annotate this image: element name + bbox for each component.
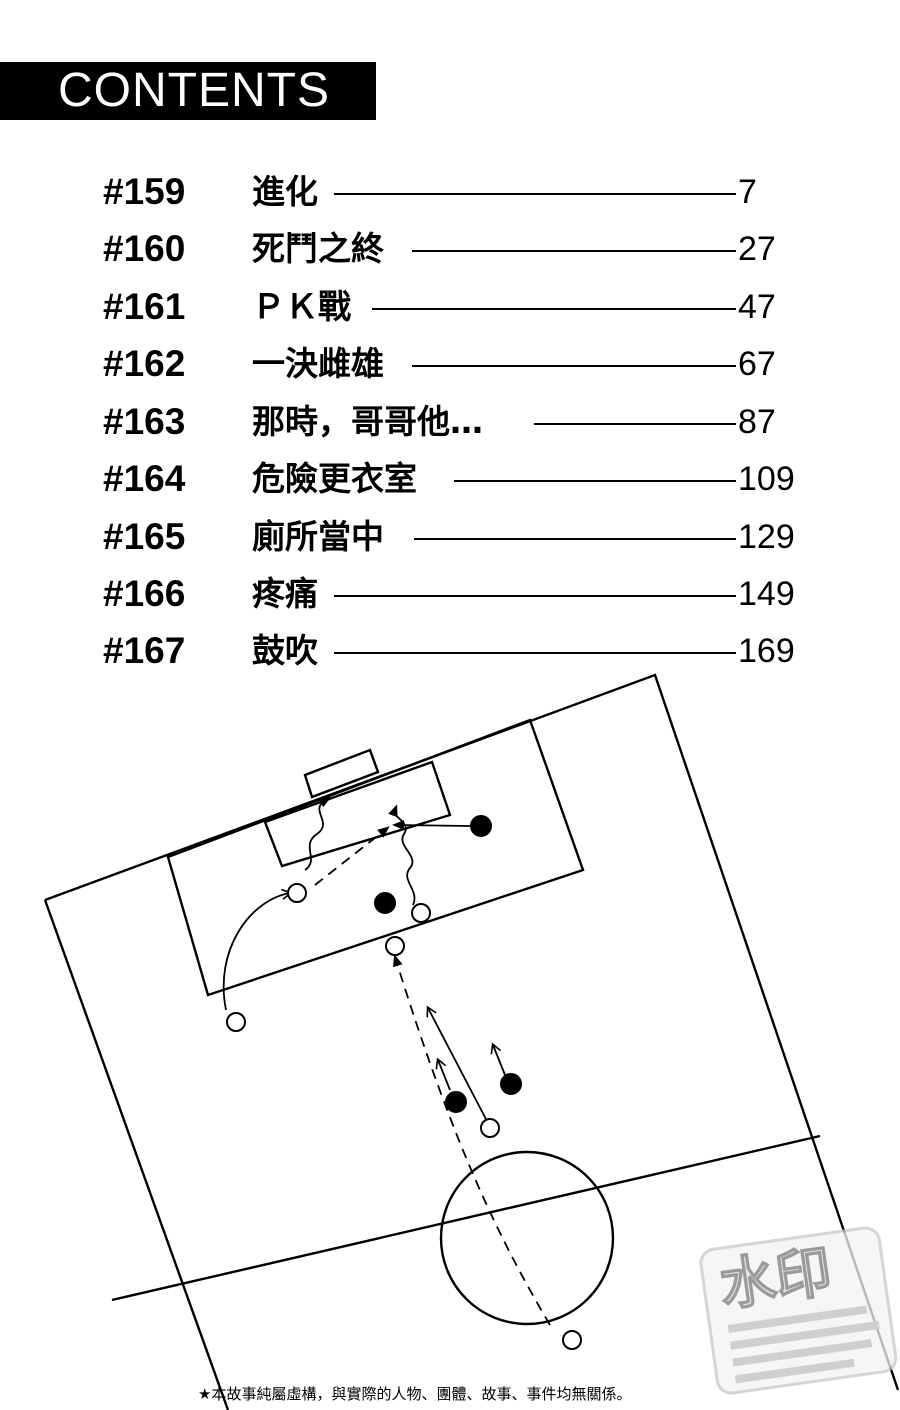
defender-marker bbox=[445, 1091, 467, 1113]
leader-line bbox=[454, 480, 736, 482]
leader-line bbox=[334, 652, 736, 654]
chapter-number: #162 bbox=[103, 343, 186, 384]
attacker-marker bbox=[480, 1118, 500, 1138]
soccer-pitch-diagram bbox=[43, 673, 900, 1410]
dashed-long-pass bbox=[393, 954, 551, 1326]
run-line-center bbox=[426, 1005, 489, 1124]
chapter-number: #164 bbox=[103, 458, 186, 499]
halfway-line bbox=[111, 1134, 821, 1302]
toc-row[interactable]: #161 ＰＫ戰 47 bbox=[0, 283, 900, 339]
chapter-page: 109 bbox=[738, 460, 795, 498]
chapter-page: 149 bbox=[738, 575, 795, 613]
leader-line bbox=[372, 308, 736, 310]
pitch-left-touchline bbox=[43, 899, 230, 1410]
dashed-pass-upper bbox=[314, 826, 390, 886]
chapter-title: 死鬥之終 bbox=[252, 229, 384, 268]
chapter-title: 一決雌雄 bbox=[252, 344, 384, 383]
attacker-marker bbox=[411, 903, 431, 923]
table-of-contents: #159 進化 7 #160 死鬥之終 27 #161 ＰＫ戰 47 #162 … bbox=[0, 0, 900, 680]
chapter-title: ＰＫ戰 bbox=[252, 287, 351, 326]
chapter-number: #159 bbox=[103, 171, 186, 212]
chapter-number: #165 bbox=[103, 516, 186, 557]
watermark-label: 水印 bbox=[716, 1239, 836, 1319]
chapter-page: 7 bbox=[738, 173, 757, 211]
contents-title: CONTENTS bbox=[58, 64, 330, 117]
chapter-title: 進化 bbox=[252, 172, 318, 211]
chapter-page: 169 bbox=[738, 632, 795, 670]
center-circle bbox=[439, 1150, 615, 1326]
chapter-title: 那時，哥哥他… bbox=[252, 402, 483, 441]
chapter-number: #163 bbox=[103, 401, 186, 442]
penalty-area bbox=[166, 718, 585, 997]
attacker-marker bbox=[287, 883, 307, 903]
toc-row[interactable]: #160 死鬥之終 27 bbox=[0, 225, 900, 281]
chapter-page: 87 bbox=[738, 403, 776, 441]
chapter-number: #166 bbox=[103, 573, 186, 614]
disclaimer-text: ★本故事純屬虛構，與實際的人物、團體、故事、事件均無關係。 bbox=[198, 1385, 632, 1403]
leader-line bbox=[334, 193, 736, 195]
toc-row[interactable]: #162 一決雌雄 67 bbox=[0, 340, 900, 396]
defender-marker bbox=[470, 815, 492, 837]
chapter-title: 疼痛 bbox=[252, 574, 318, 613]
chapter-number: #161 bbox=[103, 286, 186, 327]
dribble-path-left bbox=[222, 888, 293, 1011]
attacker-marker bbox=[385, 936, 405, 956]
run-arrow-small-right bbox=[490, 1042, 506, 1076]
leader-line bbox=[534, 423, 736, 425]
contents-title-bar bbox=[0, 62, 376, 120]
chapter-number: #160 bbox=[103, 228, 186, 269]
chapter-page: 129 bbox=[738, 518, 795, 556]
toc-row[interactable]: #167 鼓吹 169 bbox=[0, 627, 900, 683]
chapter-title: 鼓吹 bbox=[252, 631, 318, 670]
run-arrow-small-left bbox=[435, 1057, 451, 1091]
chapter-title: 廁所當中 bbox=[252, 517, 384, 556]
attacker-marker bbox=[562, 1330, 582, 1350]
leader-line bbox=[334, 595, 736, 597]
toc-row[interactable]: #163 那時，哥哥他… 87 bbox=[0, 398, 900, 454]
toc-row[interactable]: #165 廁所當中 129 bbox=[0, 513, 900, 569]
chapter-number: #167 bbox=[103, 630, 186, 671]
pass-line-right bbox=[392, 820, 471, 831]
watermark-stamp: 水印 bbox=[699, 1226, 898, 1395]
pitch-boundary bbox=[44, 673, 900, 1391]
defender-marker bbox=[374, 892, 396, 914]
chapter-title: 危險更衣室 bbox=[252, 459, 417, 498]
toc-row[interactable]: #159 進化 7 bbox=[0, 168, 900, 224]
toc-row[interactable]: #166 疼痛 149 bbox=[0, 570, 900, 626]
leader-line bbox=[412, 365, 736, 367]
chapter-page: 27 bbox=[738, 230, 776, 268]
chapter-page: 47 bbox=[738, 288, 776, 326]
attacker-marker bbox=[226, 1012, 246, 1032]
leader-line bbox=[414, 538, 736, 540]
squiggle-shot bbox=[304, 797, 332, 871]
goal bbox=[303, 748, 380, 799]
chapter-page: 67 bbox=[738, 345, 776, 383]
leader-line bbox=[412, 250, 736, 252]
defender-marker bbox=[500, 1073, 522, 1095]
goal-area bbox=[263, 760, 452, 868]
toc-row[interactable]: #164 危險更衣室 109 bbox=[0, 455, 900, 511]
